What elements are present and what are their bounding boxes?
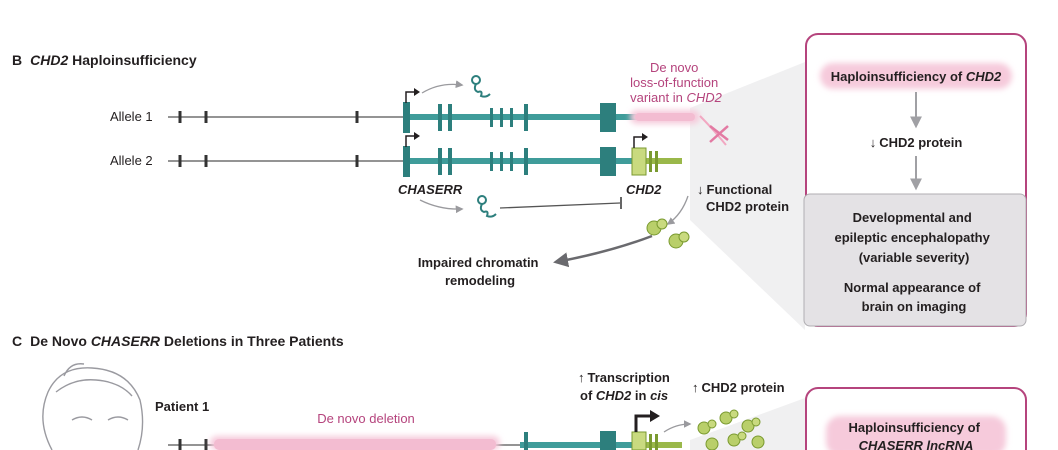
allele-2-track [168, 132, 682, 177]
box-b-protein: ↓CHD2 protein [870, 135, 963, 150]
chd2-protein-icon [646, 218, 690, 249]
chd2-label: CHD2 [626, 182, 662, 197]
outcome-box [803, 193, 1027, 327]
functional-protein-label: ↓Functional CHD2 protein [697, 182, 789, 214]
allele-1-track [168, 88, 637, 133]
impaired-label: Impaired chromatin remodeling [418, 255, 542, 288]
inhibition-line [499, 202, 621, 209]
rna-arrow-bottom [419, 199, 464, 214]
protein-arrow [666, 195, 689, 225]
chd2-protein-up-label: ↑CHD2 protein [692, 380, 785, 395]
patient-label: Patient 1 [155, 399, 209, 414]
blocked-cross-icon [699, 115, 729, 146]
outcome-1: Developmental and epileptic encephalopat… [835, 210, 994, 265]
box-c-title: Haploinsufficiency of CHASERR lncRNA [848, 420, 983, 450]
allele-1-label: Allele 1 [110, 109, 153, 124]
patient-allele-track [168, 410, 682, 450]
chd2-protein-cluster-icon [697, 409, 765, 450]
rna-arrow-top [421, 80, 464, 94]
panel-b-callout-wedge [690, 62, 805, 330]
protein-arrow-c [663, 420, 692, 433]
chaserr-label: CHASERR [398, 182, 463, 197]
chaserr-rna-icon-top [471, 75, 491, 98]
box-b-title: Haploinsufficiency of CHD2 [831, 69, 1002, 84]
patient-face-icon [42, 363, 144, 450]
deletion-label: De novo deletion [317, 411, 415, 426]
allele-2-label: Allele 2 [110, 153, 153, 168]
variant-label: De novo loss-of-function variant in CHD2 [630, 60, 723, 105]
impaired-arrow [553, 234, 653, 268]
chaserr-rna-icon-bottom [477, 195, 497, 218]
transcription-label: ↑Transcription of CHD2 in cis [578, 370, 673, 403]
outcome-2: Normal appearance of brain on imaging [844, 280, 984, 314]
